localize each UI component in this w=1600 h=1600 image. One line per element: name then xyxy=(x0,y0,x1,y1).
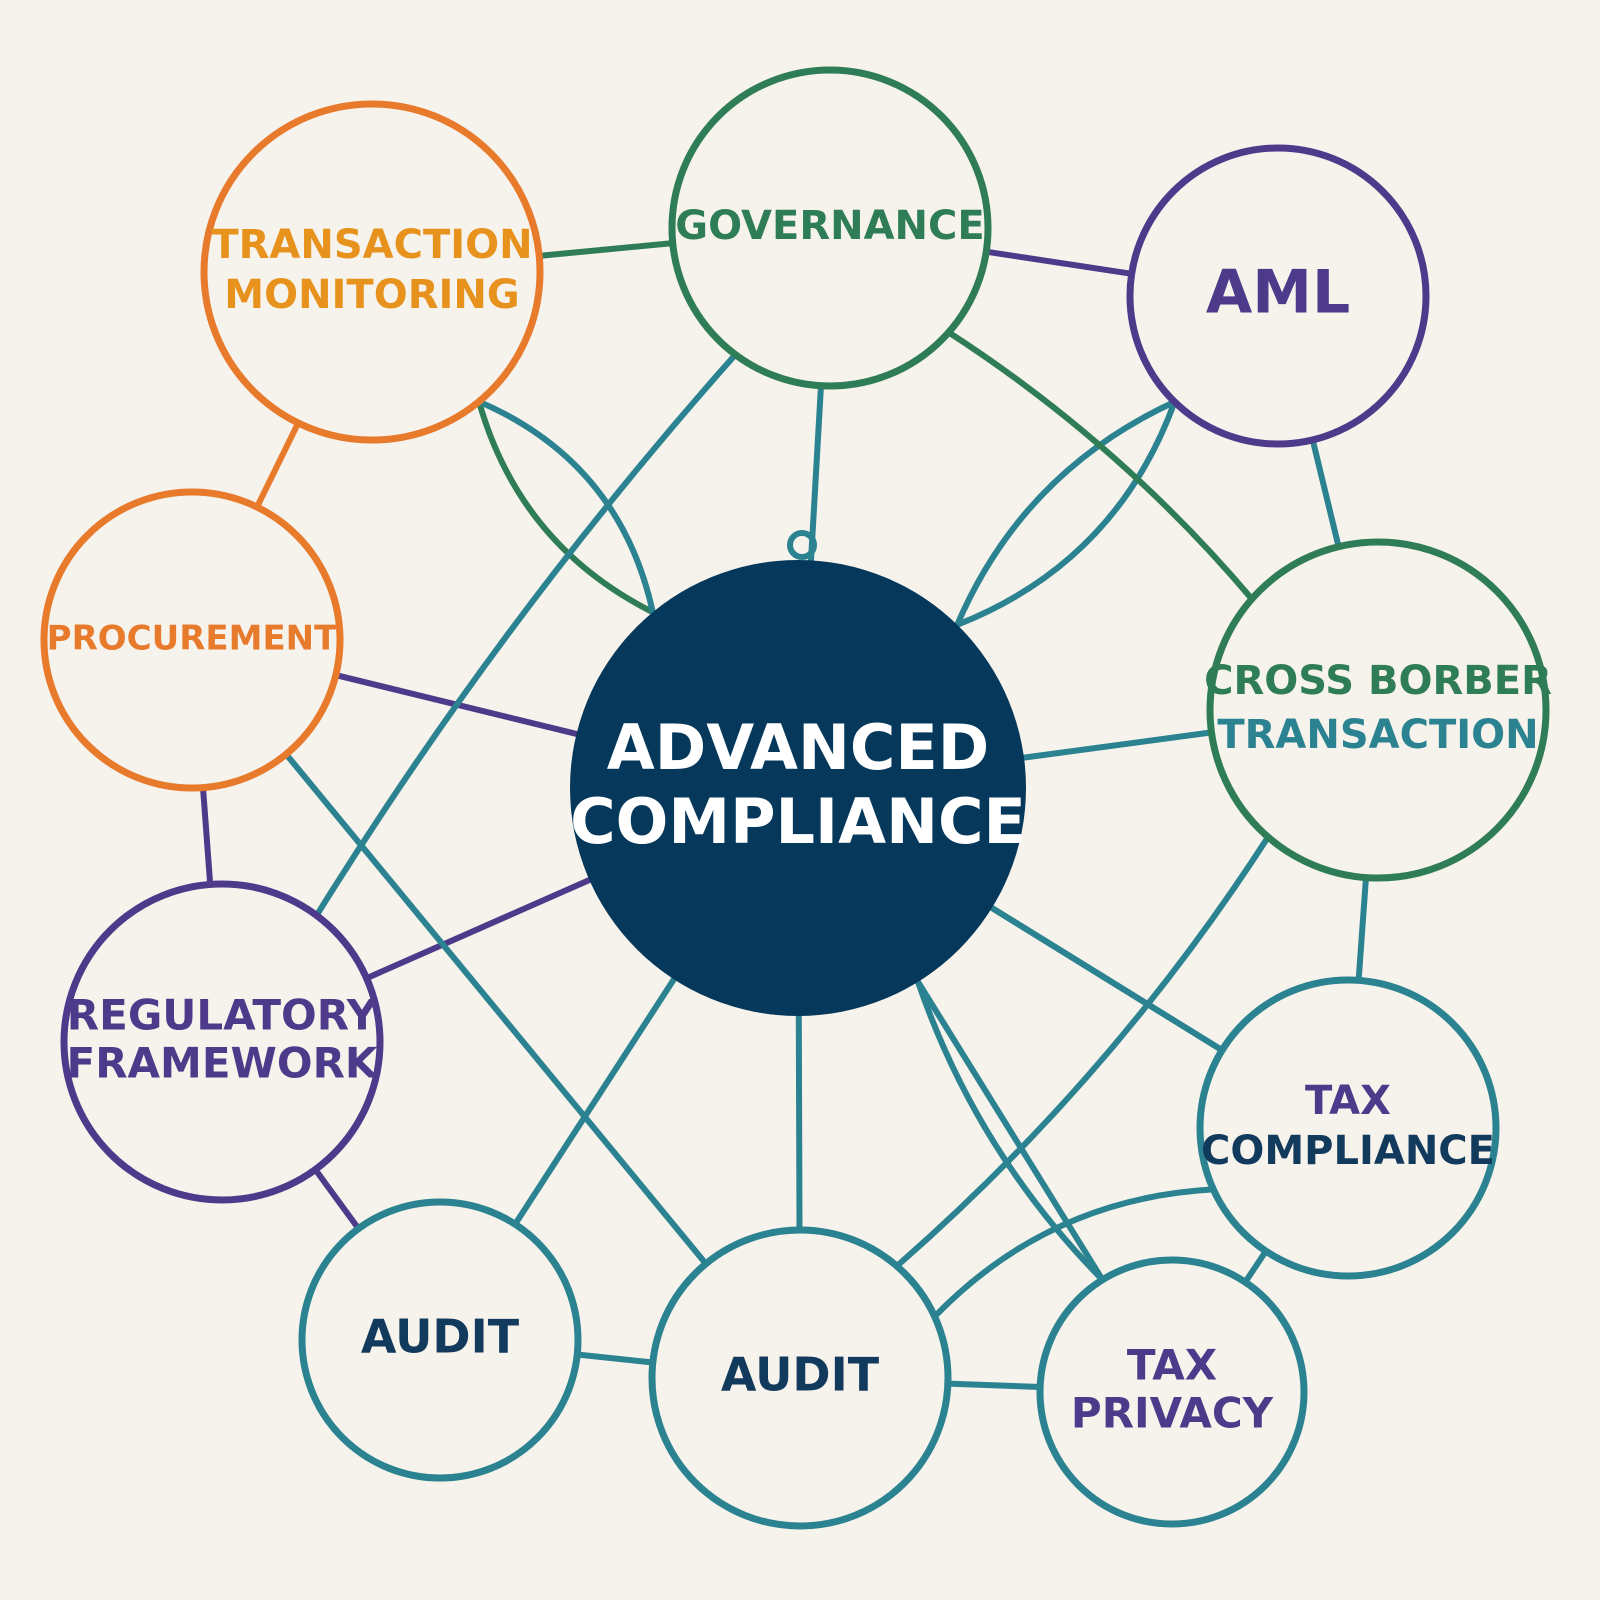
edge-aml-to-center xyxy=(954,398,1178,628)
node-tax-privacy-ring xyxy=(1036,1256,1308,1528)
edge-tax-privacy-to-center xyxy=(915,978,1106,1283)
node-procurement-ring xyxy=(40,488,344,792)
node-governance-label-line-1: GOVERNANCE xyxy=(675,203,984,249)
node-cross-border-transaction-label-line-1: CROSS BORBER xyxy=(1204,658,1552,704)
edge-audit-center-to-center xyxy=(795,1013,803,1233)
edge-transaction-monitoring-to-procurement xyxy=(254,419,302,511)
node-audit-left-ring xyxy=(298,1198,582,1482)
node-regulatory-framework-label-line-2: FRAMEWORK xyxy=(67,1039,379,1088)
edge-cross-border-transaction-to-center xyxy=(1021,729,1215,761)
edge-aml-to-cross-border-transaction xyxy=(1309,436,1342,550)
center-hook-loop xyxy=(787,530,817,560)
edge-audit-center-to-cross-border-transaction xyxy=(893,834,1272,1270)
edge-procurement-to-audit-center xyxy=(283,751,709,1267)
node-regulatory-framework-ring xyxy=(60,880,384,1204)
node-tax-compliance-ring xyxy=(1196,976,1500,1280)
edge-audit-center-to-tax-compliance xyxy=(931,1186,1217,1320)
edge-audit-center-to-tax-privacy xyxy=(944,1380,1044,1390)
edge-transaction-monitoring-to-center xyxy=(476,398,656,616)
node-procurement-label-line-1: PROCUREMENT xyxy=(47,619,338,659)
node-transaction-monitoring-label-line-2: MONITORING xyxy=(224,272,519,318)
edge-aml-to-center xyxy=(954,398,1178,628)
node-audit-left[interactable]: AUDIT xyxy=(298,1198,582,1482)
node-tax-privacy-label-line-1: TAX xyxy=(1127,1341,1217,1390)
node-tax-compliance-label-line-2: COMPLIANCE xyxy=(1201,1128,1495,1174)
center-label-line-1: ADVANCED xyxy=(607,711,989,784)
node-aml[interactable]: AML xyxy=(1126,144,1430,448)
node-audit-left-label-line-1: AUDIT xyxy=(361,1310,520,1364)
edge-transaction-monitoring-to-center xyxy=(476,398,656,616)
edge-center-to-tax-compliance xyxy=(988,904,1226,1054)
center-label-line-2: COMPLIANCE xyxy=(570,785,1026,858)
center-circle xyxy=(570,560,1026,1016)
edge-audit-left-to-audit-center xyxy=(574,1351,656,1366)
edge-governance-to-regulatory-framework xyxy=(313,351,739,919)
center-node[interactable]: ADVANCED COMPLIANCE xyxy=(570,530,1026,1016)
edge-audit-left-to-center xyxy=(512,976,677,1228)
node-audit-center-ring xyxy=(648,1226,952,1530)
node-aml-ring xyxy=(1126,144,1430,448)
node-transaction-monitoring-ring xyxy=(200,100,544,444)
node-cross-border-transaction[interactable]: CROSS BORBER TRANSACTION xyxy=(1204,538,1552,882)
node-audit-center-label-line-1: AUDIT xyxy=(721,1348,880,1402)
edge-regulatory-framework-to-audit-left xyxy=(312,1166,362,1232)
edge-procurement-to-regulatory-framework xyxy=(200,784,214,888)
node-cross-border-transaction-label-line-2: TRANSACTION xyxy=(1217,712,1538,758)
node-procurement[interactable]: PROCUREMENT xyxy=(40,488,344,792)
edge-cross-border-transaction-to-tax-compliance xyxy=(1355,874,1369,984)
node-audit-center[interactable]: AUDIT xyxy=(648,1226,952,1530)
edge-governance-to-cross-border-transaction xyxy=(945,329,1255,602)
edge-transaction-monitoring-to-governance xyxy=(536,240,676,259)
node-aml-label-line-1: AML xyxy=(1206,258,1350,328)
node-tax-privacy-label-line-2: PRIVACY xyxy=(1071,1389,1274,1438)
edge-center-to-tax-privacy xyxy=(915,978,1106,1283)
node-governance[interactable]: GOVERNANCE xyxy=(668,66,992,390)
node-governance-ring xyxy=(668,66,992,390)
node-regulatory-framework-label-line-1: REGULATORY xyxy=(67,991,378,1040)
node-cross-border-transaction-ring xyxy=(1206,538,1550,882)
edge-regulatory-framework-to-center xyxy=(363,877,593,982)
node-tax-compliance-label-line-1: TAX xyxy=(1305,1078,1391,1124)
edge-governance-to-aml xyxy=(983,248,1135,277)
node-transaction-monitoring-label-line-1: TRANSACTION xyxy=(211,222,532,268)
nodes-layer: TRANSACTIONMONITORINGGOVERNANCEAMLPROCUR… xyxy=(40,66,1552,1530)
